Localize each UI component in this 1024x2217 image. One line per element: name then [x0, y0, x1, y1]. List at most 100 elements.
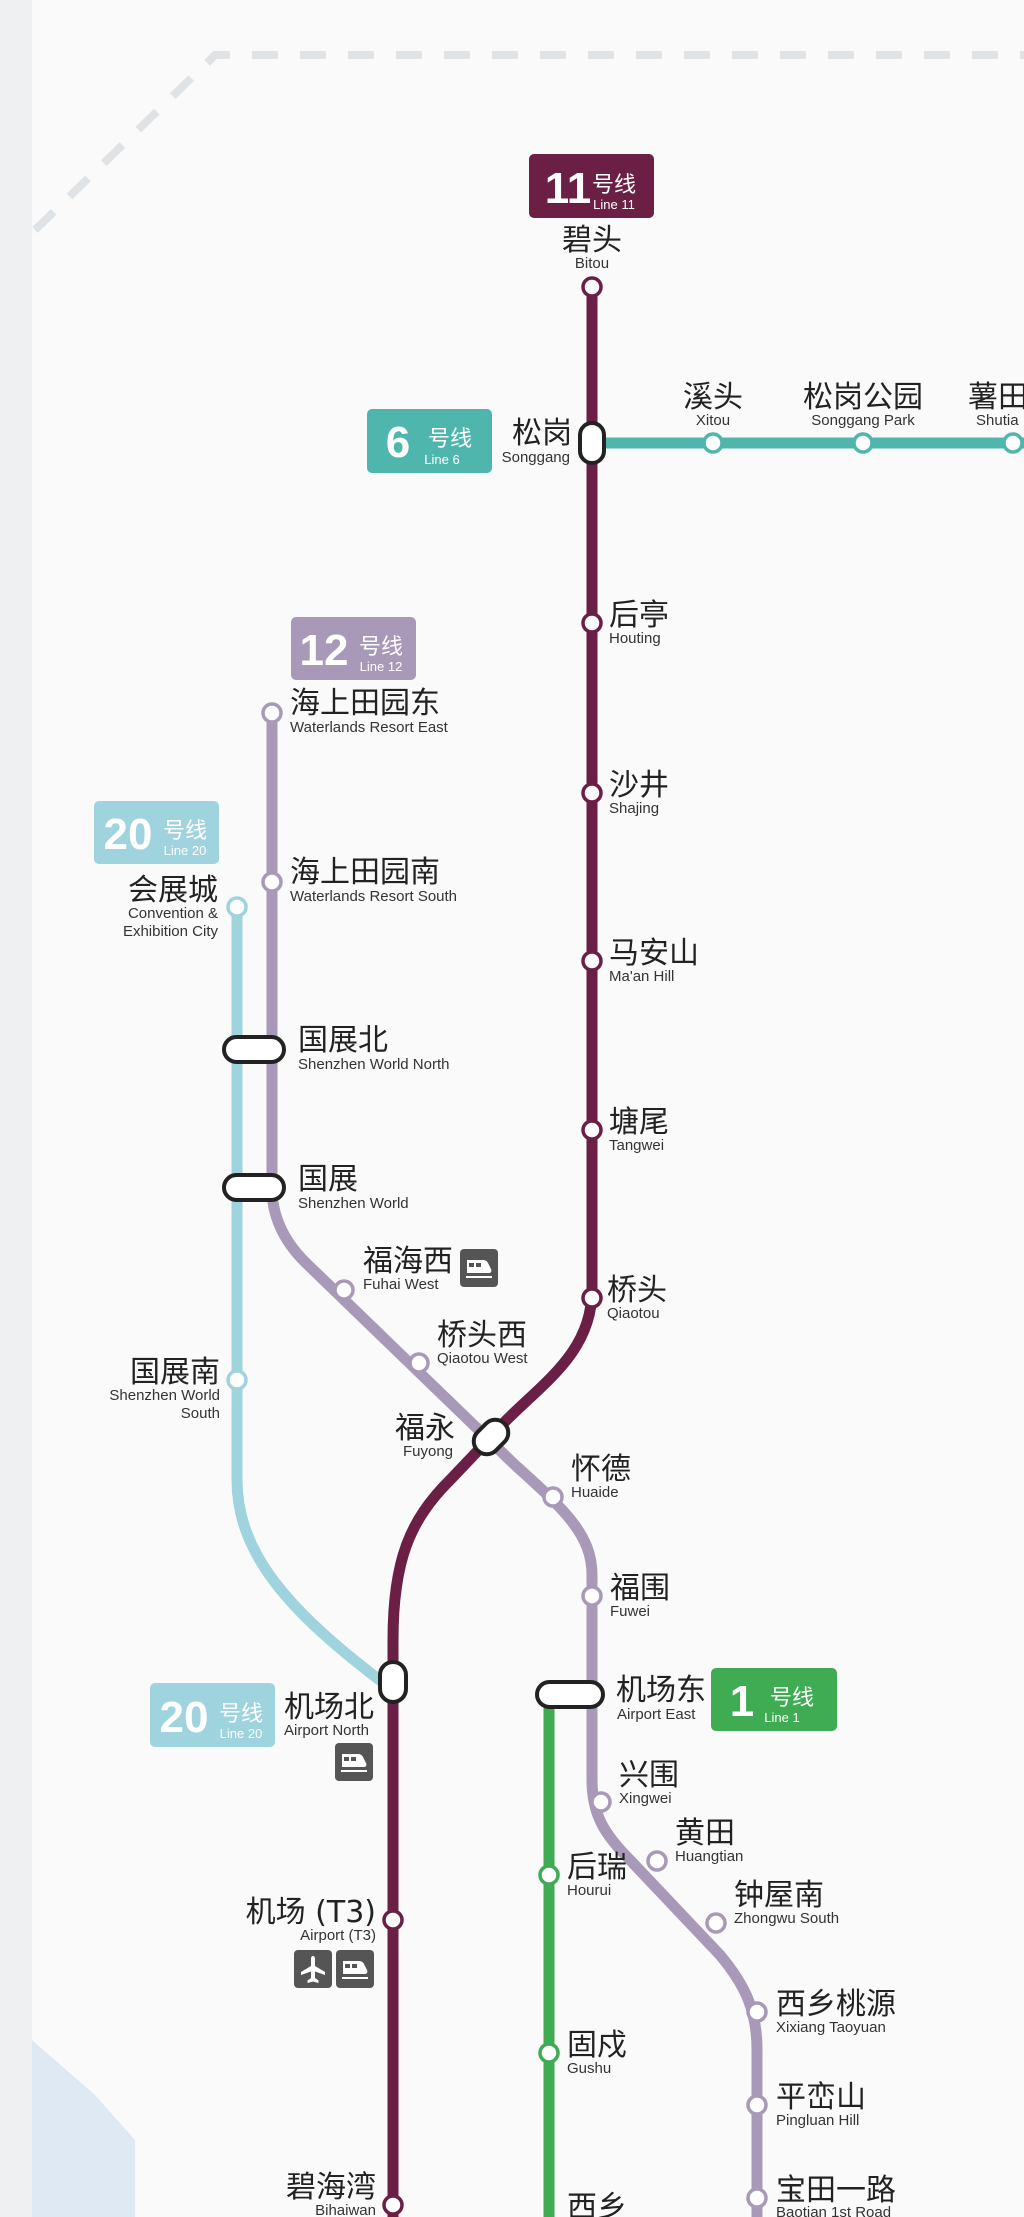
station-bitou[interactable] — [581, 276, 603, 298]
badge-line-20-top-en: Line 20 — [164, 843, 207, 858]
station-haishang-east[interactable] — [261, 702, 283, 724]
badge-line-11[interactable]: 11 号线 Line 11 — [529, 154, 654, 218]
label-shajing-en: Shajing — [609, 800, 659, 817]
station-airport-t3[interactable] — [382, 1909, 404, 1931]
label-fuwei-en: Fuwei — [610, 1603, 650, 1620]
badge-line-11-hao: 号线 — [592, 173, 636, 198]
label-xingwei-cn: 兴围 — [619, 1758, 679, 1793]
label-baotian1-cn: 宝田一路 — [776, 2173, 896, 2208]
label-songgang-cn: 松岗 — [512, 416, 572, 451]
label-pingluan-cn: 平峦山 — [776, 2080, 866, 2115]
label-fuhai-west-en: Fuhai West — [363, 1276, 439, 1293]
label-xixiang-taoyuan-cn: 西乡桃源 — [776, 1987, 896, 2022]
station-huangtian[interactable] — [646, 1850, 668, 1872]
station-xingwei[interactable] — [590, 1791, 612, 1813]
label-haishang-east-en: Waterlands Resort East — [290, 719, 449, 736]
station-interchange-guozhan-north[interactable] — [222, 1035, 286, 1064]
badge-line-20-top[interactable]: 20 号线 Line 20 — [94, 801, 219, 864]
label-huizhancheng-en2: Exhibition City — [123, 923, 219, 940]
station-huaide[interactable] — [542, 1486, 564, 1508]
badge-line-12-en: Line 12 — [360, 659, 403, 674]
label-songgang-en: Songgang — [502, 449, 570, 466]
station-interchange-airport-east[interactable] — [535, 1680, 605, 1709]
label-gushu-cn: 固戍 — [567, 2028, 627, 2063]
station-maanshan[interactable] — [581, 950, 603, 972]
label-xingwei-en: Xingwei — [619, 1790, 672, 1807]
label-pingluan-en: Pingluan Hill — [776, 2112, 859, 2129]
badge-line-12-hao: 号线 — [359, 635, 403, 660]
badge-line-20-bottom-number: 20 — [160, 1693, 209, 1742]
label-huaide-cn: 怀德 — [571, 1452, 631, 1487]
station-interchange-airport-north[interactable] — [378, 1660, 408, 1704]
station-fuhai-west[interactable] — [333, 1279, 355, 1301]
station-haishang-south[interactable] — [261, 871, 283, 893]
station-baotian1[interactable] — [746, 2187, 768, 2209]
line-12-track — [266, 707, 763, 2217]
badge-line-12-number: 12 — [300, 626, 349, 675]
badge-line-20-bottom[interactable]: 20 号线 Line 20 — [150, 1683, 275, 1747]
label-airport-north-cn: 机场北 — [284, 1690, 374, 1725]
station-bihaiwan[interactable] — [382, 2194, 404, 2216]
station-pingluan[interactable] — [746, 2094, 768, 2116]
label-fuwei-cn: 福围 — [610, 1571, 670, 1606]
station-songgang-park[interactable] — [852, 432, 874, 454]
district-boundary — [32, 51, 1024, 233]
map-background — [32, 0, 1024, 2217]
badge-line-20-bottom-en: Line 20 — [220, 1726, 263, 1741]
station-interchange-guozhan[interactable] — [222, 1173, 286, 1202]
label-bitou-cn: 碧头 — [562, 223, 622, 258]
label-qiaotou-west-cn: 桥头西 — [437, 1318, 527, 1353]
label-tangwei-en: Tangwei — [609, 1137, 664, 1154]
label-fuhai-west-cn: 福海西 — [363, 1244, 453, 1279]
badge-line-20-top-hao: 号线 — [163, 819, 207, 844]
label-xixiang-cn: 西乡 — [567, 2190, 627, 2217]
station-gushu[interactable] — [538, 2042, 560, 2064]
label-huangtian-en: Huangtian — [675, 1848, 743, 1865]
label-qiaotou-cn: 桥头 — [607, 1273, 667, 1308]
train-icon — [335, 1743, 373, 1781]
label-fuyong-cn: 福永 — [395, 1411, 455, 1446]
label-guozhan-north-en: Shenzhen World North — [298, 1056, 449, 1073]
label-xitou-en: Xitou — [696, 412, 730, 429]
sea-area — [32, 2040, 135, 2217]
station-interchange-fuyong[interactable] — [468, 1414, 513, 1459]
station-shajing[interactable] — [581, 782, 603, 804]
station-fuwei[interactable] — [581, 1585, 603, 1607]
label-airport-east-en: Airport East — [617, 1706, 696, 1723]
label-maanshan-en: Ma'an Hill — [609, 968, 674, 985]
label-xitou-cn: 溪头 — [683, 380, 743, 415]
label-airport-north-en: Airport North — [284, 1722, 369, 1739]
label-qiaotou-en: Qiaotou — [607, 1305, 660, 1322]
station-guozhan-south[interactable] — [226, 1369, 248, 1391]
badge-line-6-number: 6 — [386, 418, 410, 467]
label-fuyong-en: Fuyong — [403, 1443, 453, 1460]
badge-line-1[interactable]: 1 号线 Line 1 — [711, 1668, 837, 1731]
station-interchange-songgang[interactable] — [578, 421, 606, 465]
badge-line-1-en: Line 1 — [764, 1710, 799, 1725]
badge-line-20-top-number: 20 — [104, 810, 153, 859]
badge-line-12[interactable]: 12 号线 Line 12 — [291, 617, 416, 680]
left-margin-strip — [0, 0, 32, 2217]
station-xitou[interactable] — [702, 432, 724, 454]
badge-line-6[interactable]: 6 号线 Line 6 — [367, 409, 492, 473]
station-huizhancheng[interactable] — [226, 896, 248, 918]
station-qiaotou[interactable] — [581, 1287, 603, 1309]
label-shutian-en: Shutia — [976, 412, 1019, 429]
station-hourui[interactable] — [538, 1864, 560, 1886]
label-airport-t3-cn: 机场 (T3) — [246, 1895, 376, 1930]
label-guozhan-cn: 国展 — [298, 1162, 358, 1197]
badge-line-6-hao: 号线 — [428, 427, 472, 452]
station-shutian[interactable] — [1002, 432, 1024, 454]
label-hourui-cn: 后瑞 — [567, 1850, 627, 1885]
label-bihaiwan-cn: 碧海湾 — [286, 2170, 376, 2205]
station-qiaotou-west[interactable] — [408, 1352, 430, 1374]
train-icon — [336, 1950, 374, 1988]
station-xixiang-taoyuan[interactable] — [746, 2001, 768, 2023]
station-tangwei[interactable] — [581, 1119, 603, 1141]
badge-line-20-bottom-hao: 号线 — [219, 1702, 263, 1727]
station-zhongwu-south[interactable] — [705, 1912, 727, 1934]
label-guozhan-south-cn: 国展南 — [130, 1355, 220, 1390]
label-baotian1-en: Baotian 1st Road — [776, 2204, 891, 2217]
label-zhongwu-south-cn: 钟屋南 — [734, 1878, 824, 1913]
station-houting[interactable] — [581, 612, 603, 634]
